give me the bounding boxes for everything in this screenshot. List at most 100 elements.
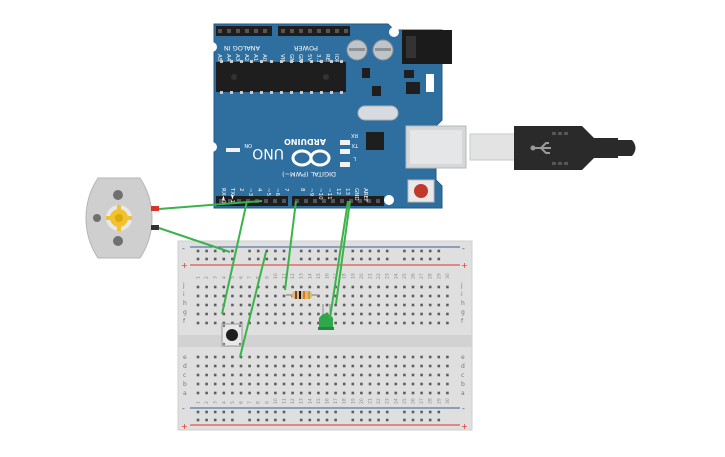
breadboard-hole[interactable] bbox=[446, 364, 449, 368]
breadboard-hole[interactable] bbox=[256, 312, 260, 316]
breadboard-hole[interactable] bbox=[282, 391, 286, 395]
breadboard-hole[interactable] bbox=[385, 285, 389, 289]
breadboard-hole[interactable] bbox=[282, 294, 286, 298]
breadboard-hole[interactable] bbox=[394, 373, 398, 377]
breadboard-hole[interactable] bbox=[420, 355, 423, 359]
breadboard-hole[interactable] bbox=[368, 418, 372, 422]
breadboard-hole[interactable] bbox=[205, 373, 208, 377]
breadboard-hole[interactable] bbox=[428, 285, 432, 289]
breadboard-hole[interactable] bbox=[231, 312, 234, 316]
breadboard-hole[interactable] bbox=[334, 364, 337, 368]
breadboard-hole[interactable] bbox=[437, 382, 441, 386]
breadboard-hole[interactable] bbox=[394, 303, 398, 307]
breadboard-hole[interactable] bbox=[351, 312, 355, 316]
breadboard-hole[interactable] bbox=[368, 321, 372, 325]
breadboard-hole[interactable] bbox=[222, 294, 226, 298]
breadboard-hole[interactable] bbox=[403, 373, 406, 377]
breadboard-hole[interactable] bbox=[385, 321, 389, 325]
breadboard-hole[interactable] bbox=[231, 257, 234, 261]
breadboard-hole[interactable] bbox=[377, 294, 380, 298]
breadboard-hole[interactable] bbox=[308, 364, 312, 368]
breadboard-hole[interactable] bbox=[205, 294, 208, 298]
breadboard-hole[interactable] bbox=[239, 364, 243, 368]
breadboard-hole[interactable] bbox=[342, 373, 346, 377]
breadboard-hole[interactable] bbox=[291, 382, 294, 386]
breadboard-hole[interactable] bbox=[385, 294, 389, 298]
breadboard-hole[interactable] bbox=[308, 355, 312, 359]
breadboard-hole[interactable] bbox=[368, 391, 372, 395]
breadboard-hole[interactable] bbox=[231, 382, 234, 386]
usb-socket[interactable] bbox=[405, 125, 467, 169]
breadboard-hole[interactable] bbox=[377, 364, 380, 368]
breadboard-hole[interactable] bbox=[428, 364, 432, 368]
breadboard-hole[interactable] bbox=[231, 391, 234, 395]
breadboard-hole[interactable] bbox=[334, 249, 337, 253]
breadboard-hole[interactable] bbox=[256, 355, 260, 359]
breadboard-hole[interactable] bbox=[282, 321, 286, 325]
breadboard-hole[interactable] bbox=[377, 382, 380, 386]
breadboard-hole[interactable] bbox=[360, 364, 363, 368]
reset-button[interactable] bbox=[407, 179, 435, 203]
breadboard-hole[interactable] bbox=[403, 410, 406, 414]
breadboard-hole[interactable] bbox=[308, 321, 312, 325]
breadboard[interactable]: - + - + - + - + j i h g f e d c b a j i … bbox=[177, 240, 473, 431]
breadboard-hole[interactable] bbox=[411, 355, 415, 359]
breadboard-hole[interactable] bbox=[325, 364, 329, 368]
breadboard-hole[interactable] bbox=[437, 285, 441, 289]
breadboard-hole[interactable] bbox=[420, 373, 423, 377]
breadboard-hole[interactable] bbox=[265, 249, 269, 253]
breadboard-hole[interactable] bbox=[291, 391, 294, 395]
breadboard-hole[interactable] bbox=[299, 418, 303, 422]
breadboard-hole[interactable] bbox=[205, 418, 208, 422]
breadboard-hole[interactable] bbox=[213, 382, 217, 386]
breadboard-hole[interactable] bbox=[360, 391, 363, 395]
breadboard-hole[interactable] bbox=[239, 373, 243, 377]
breadboard-hole[interactable] bbox=[428, 312, 432, 316]
breadboard-hole[interactable] bbox=[265, 303, 269, 307]
breadboard-hole[interactable] bbox=[299, 249, 303, 253]
breadboard-hole[interactable] bbox=[385, 257, 389, 261]
breadboard-hole[interactable] bbox=[351, 364, 355, 368]
breadboard-hole[interactable] bbox=[403, 312, 406, 316]
breadboard-hole[interactable] bbox=[351, 355, 355, 359]
breadboard-hole[interactable] bbox=[239, 303, 243, 307]
breadboard-hole[interactable] bbox=[291, 285, 294, 289]
breadboard-hole[interactable] bbox=[213, 285, 217, 289]
breadboard-hole[interactable] bbox=[420, 303, 423, 307]
power-header[interactable] bbox=[278, 26, 350, 36]
breadboard-hole[interactable] bbox=[291, 355, 294, 359]
breadboard-hole[interactable] bbox=[265, 257, 269, 261]
breadboard-hole[interactable] bbox=[299, 391, 303, 395]
breadboard-hole[interactable] bbox=[308, 303, 312, 307]
breadboard-hole[interactable] bbox=[299, 321, 303, 325]
breadboard-hole[interactable] bbox=[411, 382, 415, 386]
breadboard-hole[interactable] bbox=[420, 382, 423, 386]
breadboard-hole[interactable] bbox=[368, 249, 372, 253]
breadboard-hole[interactable] bbox=[317, 303, 320, 307]
breadboard-hole[interactable] bbox=[385, 410, 389, 414]
breadboard-hole[interactable] bbox=[248, 249, 251, 253]
breadboard-hole[interactable] bbox=[325, 373, 329, 377]
breadboard-hole[interactable] bbox=[446, 382, 449, 386]
breadboard-hole[interactable] bbox=[437, 249, 441, 253]
breadboard-hole[interactable] bbox=[351, 303, 355, 307]
breadboard-hole[interactable] bbox=[222, 249, 226, 253]
breadboard-hole[interactable] bbox=[282, 249, 286, 253]
breadboard-hole[interactable] bbox=[265, 391, 269, 395]
breadboard-hole[interactable] bbox=[334, 391, 337, 395]
wire-gnd-to-rail[interactable] bbox=[329, 200, 349, 319]
breadboard-hole[interactable] bbox=[428, 303, 432, 307]
breadboard-hole[interactable] bbox=[446, 355, 449, 359]
breadboard-hole[interactable] bbox=[317, 373, 320, 377]
breadboard-hole[interactable] bbox=[213, 321, 217, 325]
breadboard-hole[interactable] bbox=[385, 382, 389, 386]
breadboard-hole[interactable] bbox=[239, 391, 243, 395]
breadboard-hole[interactable] bbox=[394, 294, 398, 298]
breadboard-hole[interactable] bbox=[282, 312, 286, 316]
breadboard-hole[interactable] bbox=[342, 364, 346, 368]
breadboard-hole[interactable] bbox=[394, 391, 398, 395]
breadboard-hole[interactable] bbox=[196, 257, 200, 261]
breadboard-hole[interactable] bbox=[411, 418, 415, 422]
breadboard-hole[interactable] bbox=[256, 303, 260, 307]
breadboard-hole[interactable] bbox=[196, 249, 200, 253]
